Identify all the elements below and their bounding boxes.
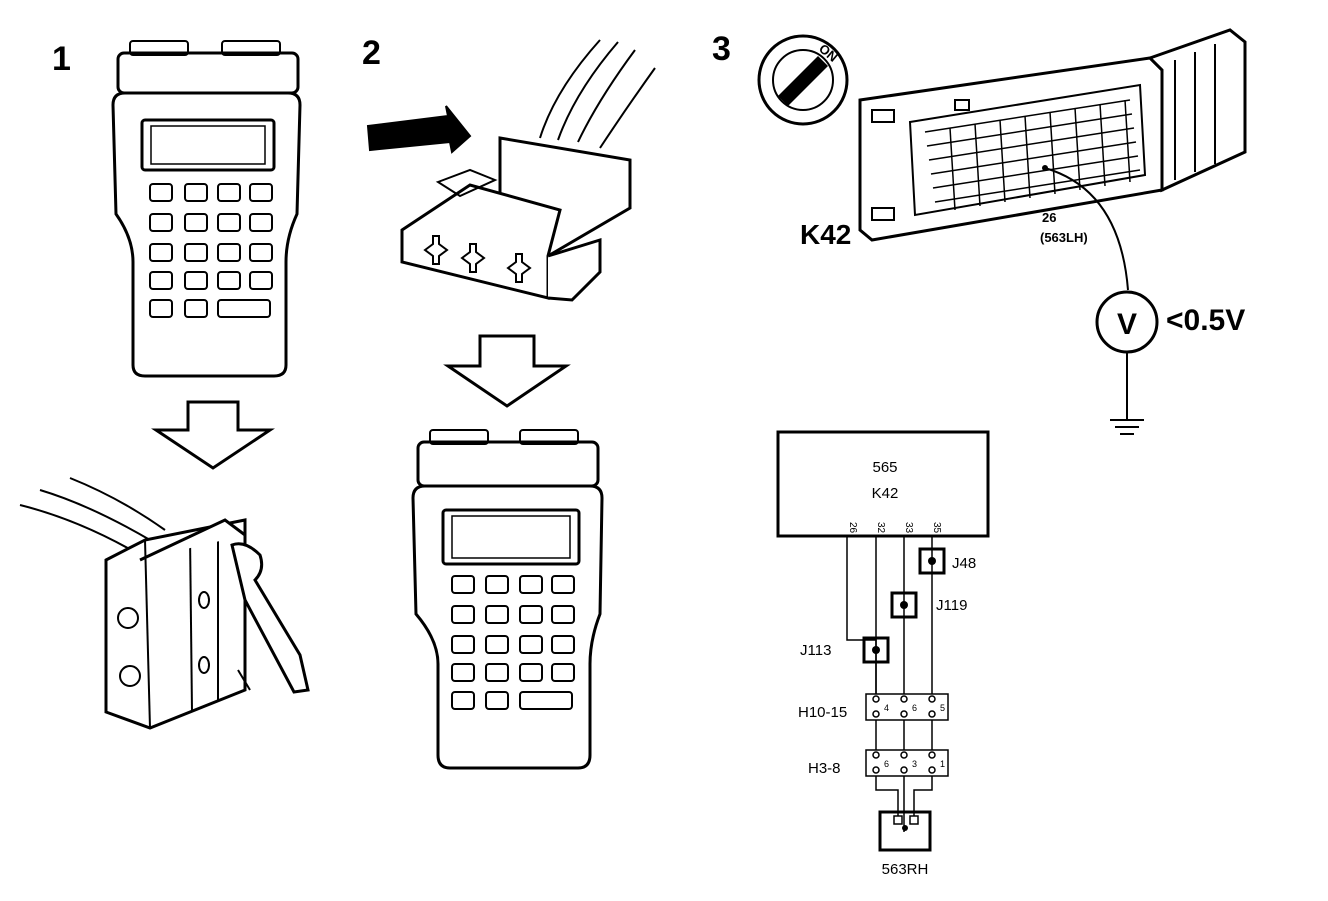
diagnostic-tester-icon — [111, 40, 302, 378]
ecu-connector-icon — [858, 28, 1247, 242]
probe-lead — [1044, 167, 1129, 291]
connector-label: H10-15 — [798, 704, 847, 721]
module-pin-label: 32 — [875, 522, 886, 534]
sensor-label: 563RH — [882, 861, 929, 878]
step-2-number: 2 — [362, 34, 381, 72]
arrow-down-icon — [151, 400, 275, 470]
voltmeter-icon: V — [1095, 290, 1159, 354]
pin-wire-label: (563LH) — [1040, 230, 1088, 245]
diagnostic-tester-icon — [411, 429, 604, 770]
connector-pin-label: 6 — [884, 759, 889, 769]
connector-pin-label: 5 — [940, 703, 945, 713]
connector-pin-label: 3 — [912, 759, 917, 769]
module-connector-label: K42 — [872, 485, 899, 502]
sensor-box — [878, 810, 932, 852]
ground-icon — [1110, 352, 1144, 435]
push-arrow-icon — [366, 105, 472, 154]
cable-connector-icon — [400, 39, 656, 302]
module-pin-label: 33 — [903, 522, 914, 534]
ignition-switch-icon: ON — [757, 34, 849, 126]
connector-label: H3-8 — [808, 760, 841, 777]
diagnostic-socket-icon — [19, 477, 310, 730]
module-box — [776, 430, 990, 538]
module-pin-label: 26 — [847, 522, 858, 534]
arrow-down-icon — [443, 334, 571, 408]
step-1-number: 1 — [52, 40, 71, 78]
joint-label: J113 — [800, 642, 831, 659]
connector-pin-label: 6 — [912, 703, 917, 713]
connector-pin-label: 1 — [940, 759, 945, 769]
pin-number-label: 26 — [1042, 210, 1056, 225]
wiring-schematic: 565 K42 26 32 33 35 J48 J119 J113 4 6 5 — [776, 430, 990, 878]
connector-pin-label: 4 — [884, 703, 889, 713]
voltmeter-symbol: V — [1117, 308, 1137, 341]
module-pin-label: 35 — [931, 522, 942, 534]
step-3-number: 3 — [712, 30, 731, 68]
ecu-connector-label: K42 — [800, 219, 851, 250]
module-code-label: 565 — [872, 459, 897, 476]
voltage-reading-label: <0.5V — [1166, 304, 1245, 337]
joint-label: J119 — [936, 597, 967, 614]
joint-label: J48 — [952, 555, 976, 572]
